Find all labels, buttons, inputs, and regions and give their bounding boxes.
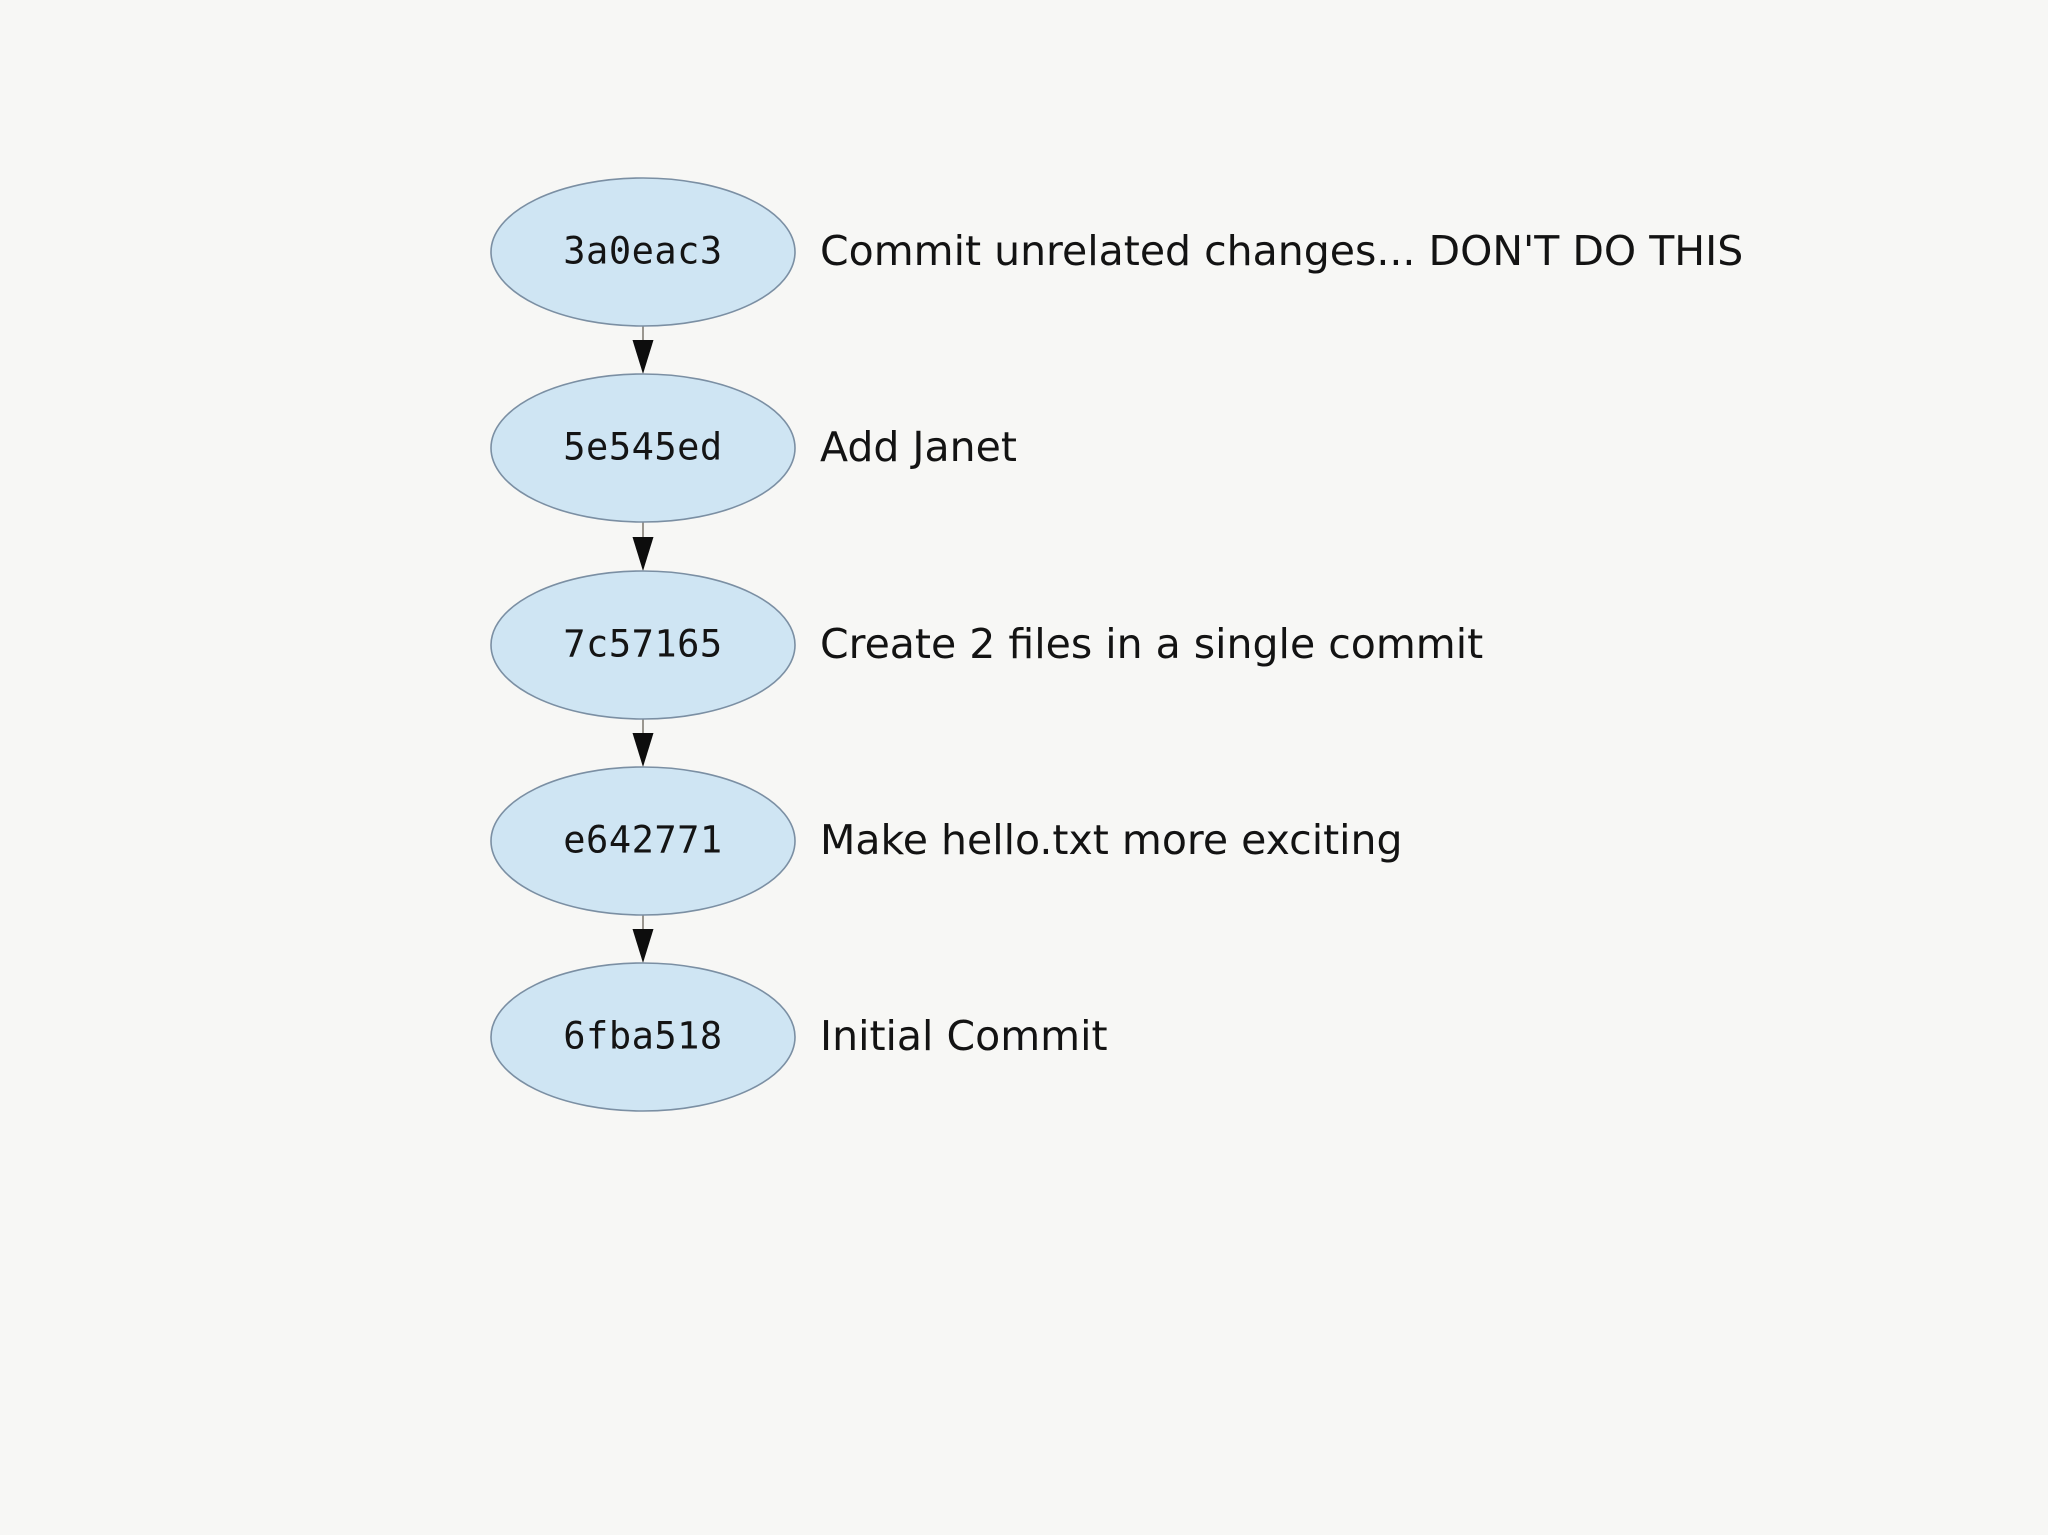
commit-hash-label: 7c57165 <box>563 623 722 666</box>
commit-edge <box>632 915 654 963</box>
commit-hash-label: e642771 <box>563 819 722 862</box>
commit-node-ellipse[interactable] <box>490 373 796 523</box>
edge-arrowhead-icon <box>632 733 654 767</box>
edges-group <box>632 326 654 963</box>
edge-arrowhead-icon <box>632 537 654 571</box>
commit-node-ellipse[interactable] <box>490 766 796 916</box>
commit-node-ellipse[interactable] <box>490 177 796 327</box>
commit-hash-label: 3a0eac3 <box>563 230 722 273</box>
commit-message-label: Initial Commit <box>820 1012 1108 1060</box>
nodes-group: 3a0eac3 Commit unrelated changes... DON'T… <box>490 177 1743 1112</box>
commit-node[interactable]: 7c57165 Create 2 files in a single commit <box>490 570 1483 720</box>
commit-hash-label: 5e545ed <box>563 426 722 469</box>
commit-hash-label: 6fba518 <box>563 1015 722 1058</box>
commit-edge <box>632 326 654 374</box>
commit-node[interactable]: 6fba518 Initial Commit <box>490 962 1108 1112</box>
commit-node[interactable]: 5e545ed Add Janet <box>490 373 1017 523</box>
commit-node[interactable]: e642771 Make hello.txt more exciting <box>490 766 1403 916</box>
commit-edge <box>632 719 654 767</box>
commit-edge <box>632 522 654 571</box>
commit-node[interactable]: 3a0eac3 Commit unrelated changes... DON'T… <box>490 177 1743 327</box>
edge-arrowhead-icon <box>632 340 654 374</box>
edge-arrowhead-icon <box>632 929 654 963</box>
commit-message-label: Create 2 files in a single commit <box>820 620 1483 668</box>
commit-message-label: Commit unrelated changes... DON'T DO THI… <box>820 227 1743 275</box>
commit-message-label: Add Janet <box>820 423 1017 471</box>
commit-message-label: Make hello.txt more exciting <box>820 816 1403 864</box>
commit-node-ellipse[interactable] <box>490 962 796 1112</box>
commit-node-ellipse[interactable] <box>490 570 796 720</box>
